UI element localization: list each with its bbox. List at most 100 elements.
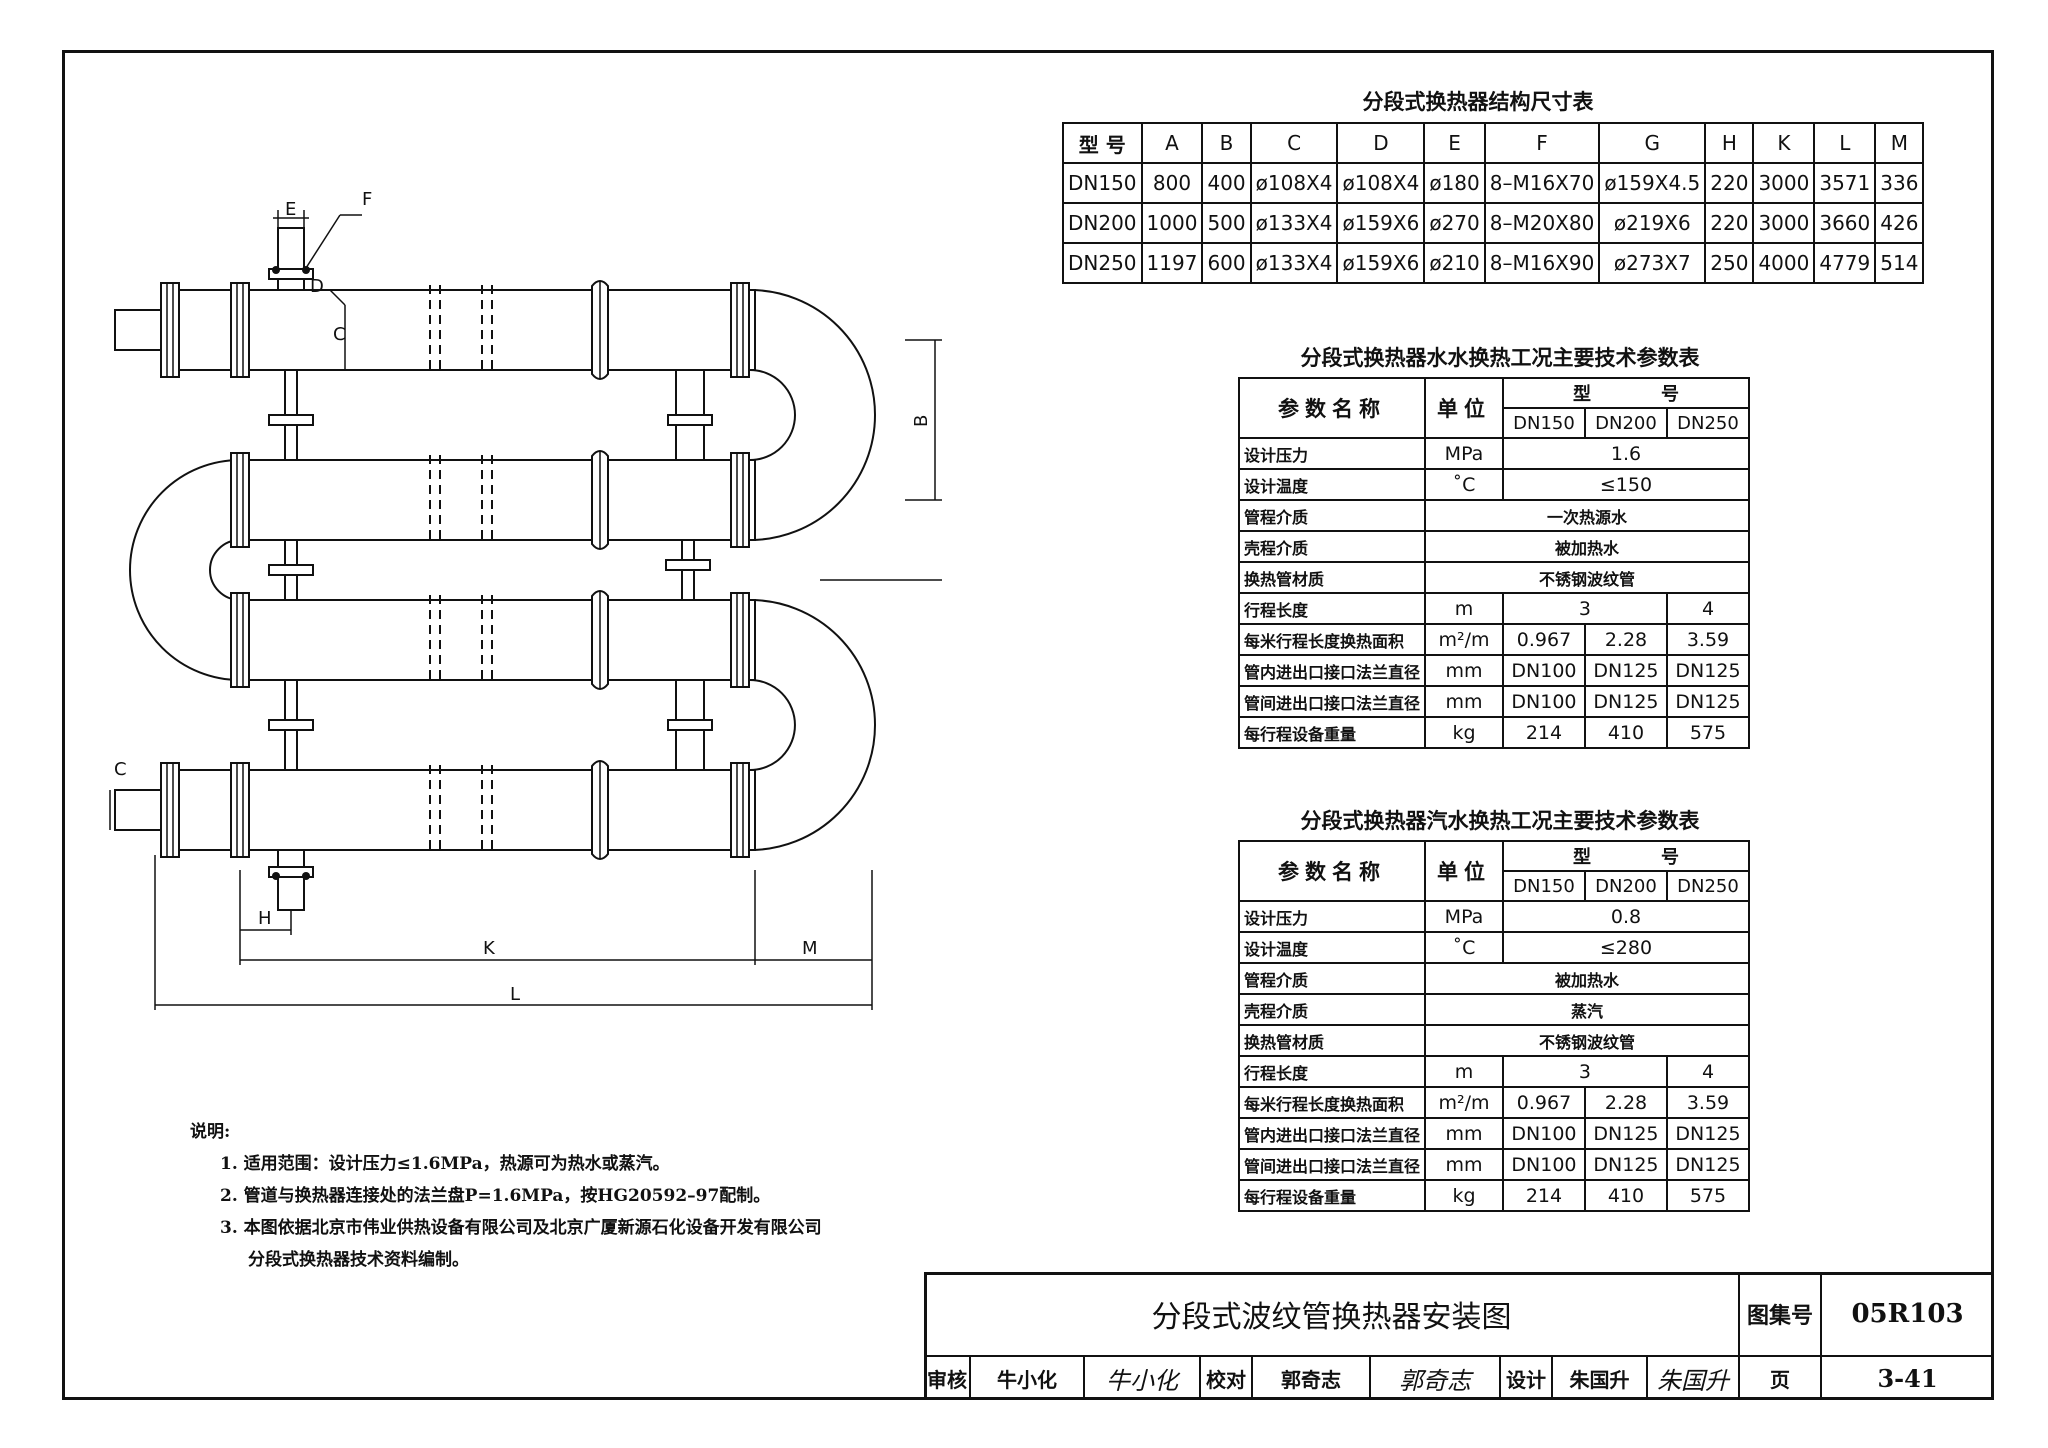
title-block-grid [924, 1272, 1994, 1400]
param-name: 每行程设备重量 [1237, 1179, 1427, 1212]
param-value: 0.967 [1501, 623, 1586, 656]
param-value: 3.59 [1665, 1086, 1751, 1119]
param-value: DN100 [1501, 1117, 1586, 1150]
table-row: DN150 800 400 ø108X4 ø108X4 ø180 8–M16X7… [1062, 162, 1925, 204]
unit-header: 单位 [1424, 377, 1504, 439]
table-row: 每米行程长度换热面积 m²/m 0.967 2.28 3.59 [1237, 623, 1751, 656]
table-row: 管内进出口接口法兰直径 mm DN100 DN125 DN125 [1237, 654, 1751, 687]
drawing-frame [62, 50, 1994, 1400]
dim-label-l: L [510, 984, 520, 1005]
table-row: 设计压力 MPa 0.8 [1237, 900, 1751, 933]
param-value: DN100 [1501, 685, 1586, 718]
note-item-3: 3. 本图依据北京市伟业供热设备有限公司及北京广厦新源石化设备开发有限公司 [220, 1218, 822, 1238]
table-cell: 8–M20X80 [1483, 202, 1601, 244]
dim-label-f: F [362, 189, 372, 210]
param-name: 行程长度 [1237, 1055, 1427, 1088]
param-name: 设计压力 [1237, 900, 1427, 933]
table-cell: 3660 [1813, 202, 1877, 244]
heat-exchanger-drawing: E F D C A B C H K M L [109, 189, 942, 1010]
notes-block: 说明: 1. 适用范围：设计压力≤1.6MPa，热源可为热水或蒸汽。 2. 管道… [190, 1116, 822, 1276]
table-row: 行程长度 m 3 4 [1237, 1055, 1751, 1088]
number-label: 号 [1660, 847, 1679, 868]
param-value: 0.8 [1501, 900, 1751, 933]
table-cell: ø159X6 [1336, 242, 1426, 284]
note-item-1: 1. 适用范围：设计压力≤1.6MPa，热源可为热水或蒸汽。 [220, 1154, 670, 1174]
param-value: 575 [1665, 716, 1751, 749]
param-value: 蒸汽 [1424, 993, 1750, 1026]
atlas-number: 05R103 [1851, 1299, 1964, 1329]
param-name: 每行程设备重量 [1237, 716, 1427, 749]
review-label: 审核 [927, 1367, 967, 1392]
water-parameter-table: 参数名称 单位 型号 DN150 DN200 DN250 设计压力 MPa 1.… [1237, 377, 1751, 749]
param-name-header: 参数名称 [1237, 840, 1427, 902]
water-table-caption: 分段式换热器水水换热工况主要技术参数表 [1300, 345, 1700, 370]
note-item-2: 2. 管道与换热器连接处的法兰盘P=1.6MPa，按HG20592–97配制。 [220, 1186, 771, 1206]
table-row: 管间进出口接口法兰直径 mm DN100 DN125 DN125 [1237, 1148, 1751, 1181]
param-unit: MPa [1424, 437, 1504, 470]
table-row: 管程介质 被加热水 [1237, 962, 1750, 995]
param-value: DN125 [1583, 654, 1668, 687]
param-unit: m²/m [1424, 1086, 1504, 1119]
atlas-label: 图集号 [1746, 1303, 1813, 1329]
table-cell: ø108X4 [1336, 162, 1426, 204]
param-value: DN125 [1583, 1117, 1668, 1150]
table-row: 每行程设备重量 kg 214 410 575 [1237, 1179, 1751, 1212]
note-item-3-continued: 分段式换热器技术资料编制。 [248, 1250, 469, 1270]
table-cell: DN250 [1062, 242, 1143, 284]
dim-label-m: M [802, 938, 818, 959]
param-value: 被加热水 [1424, 530, 1750, 563]
type-label: 型 [1572, 384, 1591, 405]
table-cell: DN150 [1062, 162, 1143, 204]
table-row: 每行程设备重量 kg 214 410 575 [1237, 716, 1751, 749]
dim-label-c-lower: C [114, 759, 127, 780]
table-row: 每米行程长度换热面积 m²/m 0.967 2.28 3.59 [1237, 1086, 1751, 1119]
param-unit: m [1424, 1055, 1504, 1088]
param-name: 设计温度 [1237, 468, 1427, 501]
param-value: DN125 [1583, 1148, 1668, 1181]
table-row: 管间进出口接口法兰直径 mm DN100 DN125 DN125 [1237, 685, 1751, 718]
param-value: 1.6 [1501, 437, 1751, 470]
reviewer-name: 牛小化 [997, 1367, 1057, 1392]
table-row: 设计温度 ˚C ≤150 [1237, 468, 1751, 501]
table-cell: 4000 [1752, 242, 1816, 284]
param-value: DN100 [1501, 1148, 1586, 1181]
param-name: 换热管材质 [1237, 1024, 1427, 1057]
table-cell: 3571 [1813, 162, 1877, 204]
header-cell: D [1336, 122, 1426, 164]
param-value: DN100 [1501, 654, 1586, 687]
dim-label-h: H [258, 908, 272, 929]
dimension-lines [109, 210, 942, 1010]
param-value: 被加热水 [1424, 962, 1750, 995]
param-unit: MPa [1424, 900, 1504, 933]
table-cell: ø210 [1423, 242, 1486, 284]
param-value: 2.28 [1583, 623, 1668, 656]
title-block: 分段式波纹管换热器安装图 图集号 05R103 审核 牛小化 牛小化 校对 郭奇… [924, 1272, 1994, 1400]
table-cell: DN200 [1062, 202, 1143, 244]
table-cell: 600 [1201, 242, 1252, 284]
reviewer-signature: 牛小化 [1106, 1366, 1178, 1395]
steam-parameter-table: 参数名称 单位 型号 DN150 DN200 DN250 设计压力 MPa 0.… [1237, 840, 1751, 1212]
param-name: 管程介质 [1237, 962, 1427, 995]
table-cell: 426 [1874, 202, 1925, 244]
page-number: 3-41 [1877, 1363, 1938, 1393]
dim-label-b: B [911, 415, 932, 427]
table-cell: ø180 [1423, 162, 1486, 204]
table-row: DN200 1000 500 ø133X4 ø159X6 ø270 8–M20X… [1062, 202, 1925, 244]
table-row: 管程介质 一次热源水 [1237, 499, 1750, 532]
param-name: 管程介质 [1237, 499, 1427, 532]
param-unit: mm [1424, 1148, 1504, 1181]
param-name: 设计温度 [1237, 931, 1427, 964]
param-value: 4 [1665, 592, 1751, 625]
dimension-table: 型 号 A B C D E F G H K L M DN150 800 400 … [1062, 122, 1925, 284]
param-name-header: 参数名称 [1237, 377, 1427, 439]
header-cell: C [1249, 122, 1339, 164]
model-dn250: DN250 [1665, 407, 1751, 439]
param-unit: ˚C [1424, 468, 1504, 501]
dim-label-d: D [310, 276, 324, 297]
param-value: DN125 [1665, 685, 1751, 718]
unit-header: 单位 [1424, 840, 1504, 902]
param-unit: mm [1424, 654, 1504, 687]
table-cell: 4779 [1813, 242, 1877, 284]
param-value: 214 [1501, 1179, 1586, 1212]
header-cell: A [1140, 122, 1204, 164]
